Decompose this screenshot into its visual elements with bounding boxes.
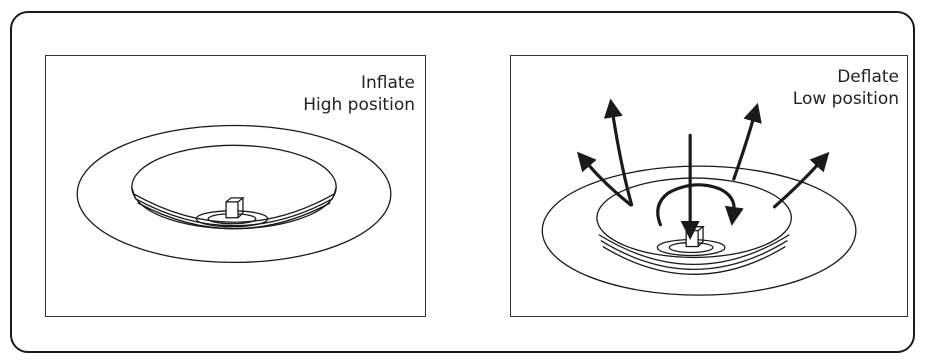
- inflate-diagram: [76, 124, 392, 264]
- deflate-label: Deflate Low position: [793, 66, 899, 110]
- deflate-label-line2: Low position: [792, 89, 899, 109]
- inner-bowl: [131, 144, 337, 230]
- inflate-panel: Inflate High position: [45, 55, 426, 317]
- inflate-label: Inflate High position: [303, 72, 415, 116]
- inflate-label-line1: Inflate: [360, 73, 415, 93]
- arrow-up-right: [732, 102, 762, 181]
- deflate-label-line1: Deflate: [837, 67, 899, 87]
- arrow-up-left: [603, 98, 634, 207]
- center-valve: [195, 197, 269, 228]
- inner-bowl: [596, 177, 793, 275]
- deflate-diagram: [541, 98, 857, 296]
- arrow-right: [772, 151, 830, 209]
- center-valve: [656, 226, 726, 257]
- outer-ring: [76, 124, 392, 264]
- arrow-left: [576, 151, 633, 207]
- inflate-label-line2: High position: [303, 95, 415, 115]
- arrow-rotate: [656, 183, 744, 227]
- outer-ring: [541, 165, 857, 296]
- deflate-panel: Deflate Low position: [510, 55, 908, 317]
